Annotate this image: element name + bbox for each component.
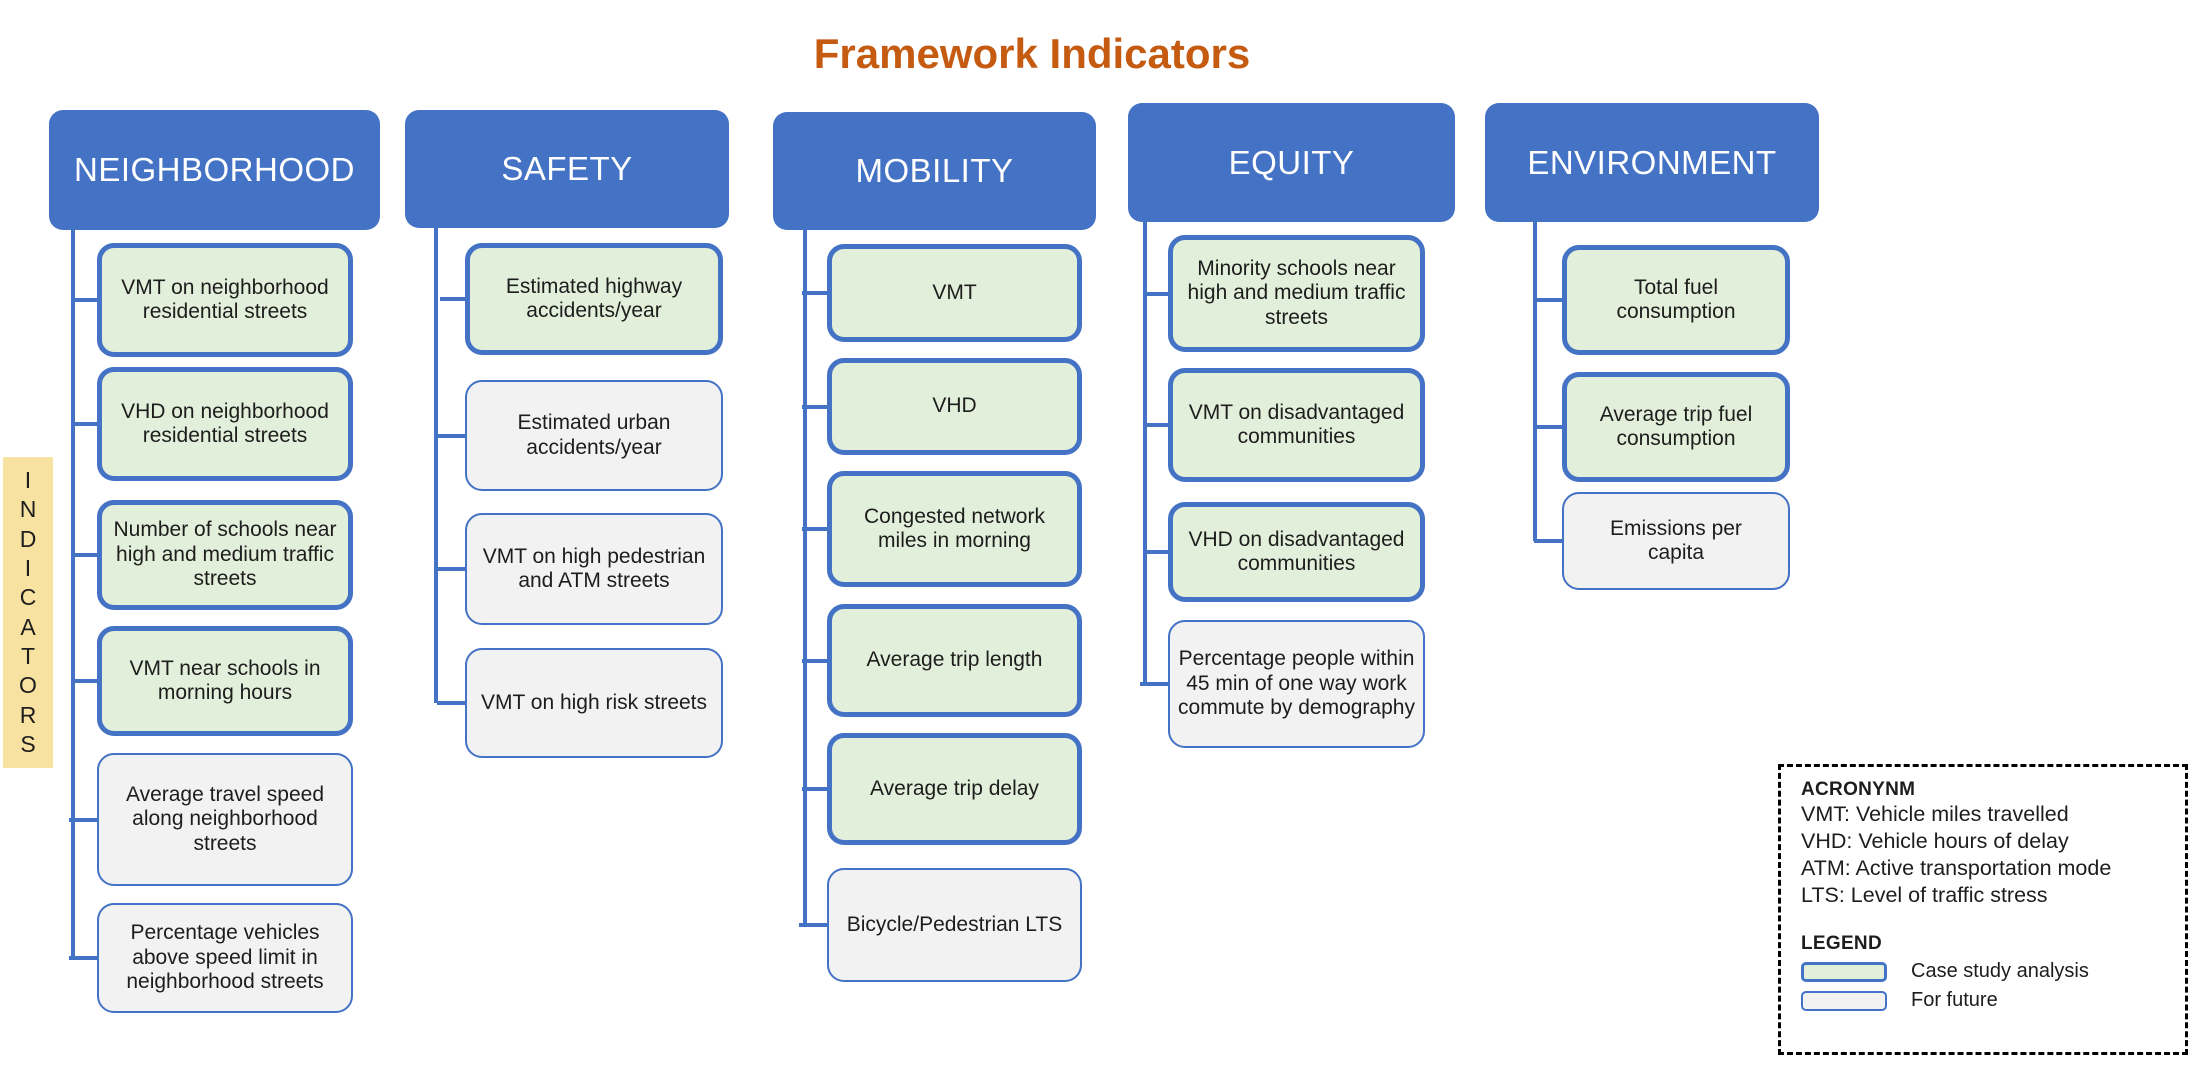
acronym-line: ATM: Active transportation mode <box>1801 856 2112 880</box>
indicator-box: VMT near schools in morning hours <box>72 626 353 736</box>
connector-trunk <box>1143 222 1147 684</box>
legend-entry-label: Case study analysis <box>1911 960 2089 982</box>
indicators-letter: S <box>20 730 36 757</box>
legend-entry: For future <box>1801 988 2165 1013</box>
indicator-box: VHD on neighborhood residential streets <box>72 367 353 481</box>
indicators-letter: C <box>19 584 37 611</box>
indicators-letter: I <box>24 467 32 493</box>
acronym-line: VMT: Vehicle miles travelled <box>1801 802 2069 826</box>
acronym-line: VHD: Vehicle hours of delay <box>1801 829 2069 853</box>
indicator-box: VHD on disadvantaged communities <box>1143 502 1425 602</box>
indicators-letter: I <box>24 554 32 581</box>
indicator-box: Average travel speed along neighborhood … <box>69 753 353 886</box>
indicator-box: VMT on high risk streets <box>437 648 723 758</box>
category-header-equity: EQUITY <box>1128 103 1455 222</box>
indicators-strip: I N D I C A T O R S <box>3 457 53 768</box>
indicators-letter: A <box>20 613 36 640</box>
category-header-environment: ENVIRONMENT <box>1485 103 1819 222</box>
legend-heading: LEGEND <box>1801 933 1882 954</box>
indicator-box: Average trip length <box>802 604 1082 717</box>
indicator-box: Estimated urban accidents/year <box>437 380 723 491</box>
connector-trunk <box>71 230 75 958</box>
indicator-box: VMT on neighborhood residential streets <box>72 243 353 357</box>
indicators-letter: T <box>20 642 36 669</box>
indicator-box: Emissions per capita <box>1534 492 1790 590</box>
indicator-box: VMT on disadvantaged communities <box>1143 368 1425 482</box>
indicator-box: VMT <box>802 244 1082 342</box>
indicator-box: Minority schools near high and medium tr… <box>1143 235 1425 352</box>
indicator-box: Estimated highway accidents/year <box>440 243 723 355</box>
indicator-box: Congested network miles in morning <box>802 471 1082 587</box>
legend-entry: Case study analysis <box>1801 959 2165 984</box>
connector-trunk <box>1533 222 1537 541</box>
diagram-title: Framework Indicators <box>813 30 1251 77</box>
indicator-box: VHD <box>802 358 1082 455</box>
connector-trunk <box>434 228 438 703</box>
indicator-box: VMT on high pedestrian and ATM streets <box>437 513 723 625</box>
acronym-line: LTS: Level of traffic stress <box>1801 883 2048 907</box>
category-header-safety: SAFETY <box>405 110 729 228</box>
legend-box: ACRONYNM VMT: Vehicle miles travelled VH… <box>1778 764 2188 1055</box>
indicator-box: Percentage people within 45 min of one w… <box>1140 620 1425 748</box>
category-header-mobility: MOBILITY <box>773 112 1096 230</box>
category-header-neighborhood: NEIGHBORHOOD <box>49 110 380 230</box>
indicators-letter: O <box>19 672 37 699</box>
acronym-heading: ACRONYNM <box>1801 779 1916 800</box>
indicator-box: Percentage vehicles above speed limit in… <box>69 903 353 1013</box>
indicator-box: Bicycle/Pedestrian LTS <box>799 868 1082 982</box>
indicator-box: Number of schools near high and medium t… <box>72 500 353 610</box>
indicator-box: Average trip fuel consumption <box>1537 372 1790 482</box>
for-future-swatch <box>1801 990 1887 1011</box>
indicators-letter: D <box>19 525 37 552</box>
indicator-box: Average trip delay <box>802 733 1082 845</box>
case-study-swatch <box>1801 961 1887 982</box>
indicators-letter: N <box>19 496 37 523</box>
indicators-letter: R <box>19 701 37 728</box>
legend-entry-label: For future <box>1911 989 1998 1011</box>
connector-trunk <box>803 230 807 925</box>
indicator-box: Total fuel consumption <box>1537 245 1790 355</box>
